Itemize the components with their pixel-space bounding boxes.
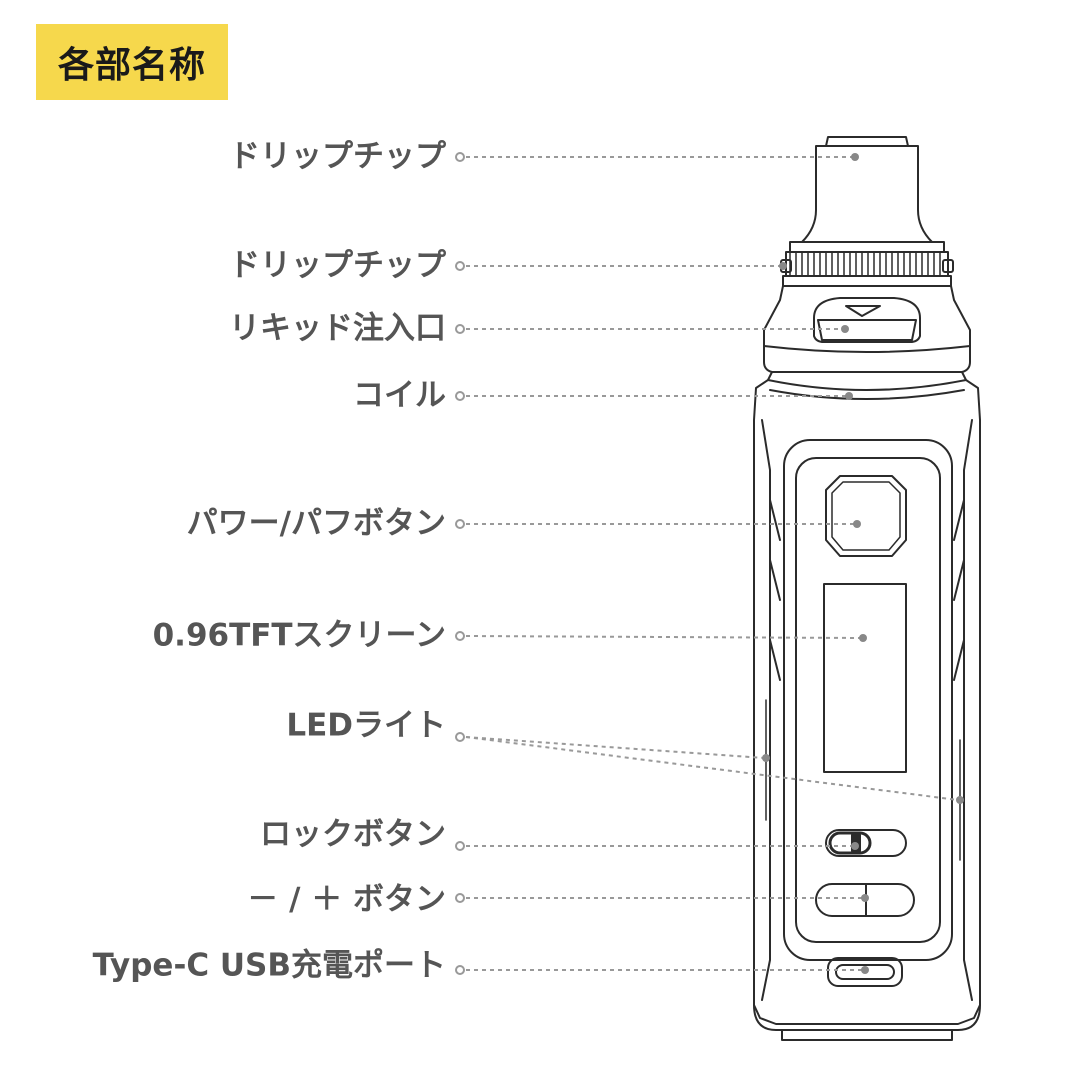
- label-lock-button: ロックボタン: [260, 816, 446, 853]
- usb-port: [827, 957, 903, 987]
- liquid-inlet: [813, 297, 921, 343]
- pod-head: [763, 285, 971, 373]
- label-coil: コイル: [353, 377, 446, 414]
- label-drip-tip-ring: ドリップチップ: [229, 247, 446, 284]
- front-panel: [783, 439, 953, 961]
- power-button: [825, 475, 907, 557]
- label-drip-tip: ドリップチップ: [229, 138, 446, 175]
- label-plus-minus-button: － / ＋ ボタン: [247, 881, 446, 918]
- lock-button: [825, 829, 907, 857]
- leader-start-dots: [455, 152, 465, 975]
- label-led-light: LEDライト: [286, 707, 446, 744]
- device-body: [753, 371, 981, 1041]
- drip-tip: [801, 136, 933, 243]
- drip-tip-ring: [780, 241, 954, 287]
- label-screen: 0.96TFTスクリーン: [152, 617, 446, 654]
- leader-end-dots: [762, 153, 964, 974]
- label-power-button: パワー/パフボタン: [186, 505, 446, 542]
- tft-screen: [823, 583, 907, 773]
- label-usb-port: Type-C USB充電ポート: [92, 947, 446, 984]
- leader-lines: [465, 156, 959, 971]
- page-title: 各部名称: [36, 24, 228, 100]
- label-liquid-inlet: リキッド注入口: [229, 310, 446, 347]
